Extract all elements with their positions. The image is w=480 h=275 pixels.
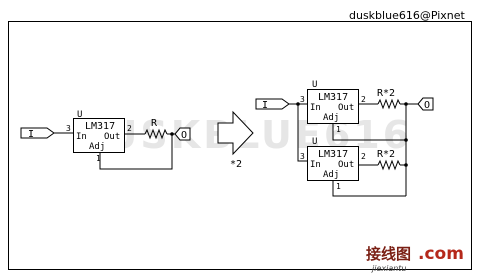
author-watermark: duskblue616@Pixnet (349, 9, 466, 22)
right-bottom-resistor (377, 159, 401, 171)
right-output-junction-dot (404, 102, 408, 106)
left-chip-out-label: Out (104, 132, 120, 142)
right-bottom-chip-title: LM317 (318, 149, 348, 160)
logo-subtext: jiexiantu (371, 264, 407, 273)
arrow-label: *2 (230, 159, 242, 170)
left-chip-in-label: In (76, 132, 87, 142)
transform-arrow: *2 (217, 110, 254, 170)
right-top-lm317-chip (307, 89, 359, 124)
right-top-chip-pin-in-num: 3 (300, 95, 305, 104)
right-output-port-label: O (424, 100, 430, 111)
right-bottom-resistor-label: R*2 (377, 149, 395, 160)
left-resistor (144, 128, 168, 140)
right-output-port (417, 97, 434, 111)
block-arrow-icon (217, 110, 254, 156)
right-input-bus (297, 104, 307, 162)
right-circuit: I U LM317 In Out Adj 3 2 1 R*2 O U LM317… (255, 80, 434, 197)
right-top-chip-pin-out-num: 2 (361, 95, 366, 104)
right-bottom-chip-pin-in-num: 3 (300, 152, 305, 161)
right-bottom-chip-ref: U (312, 137, 317, 147)
right-bottom-junction-dot (404, 163, 408, 167)
left-input-port (20, 127, 55, 139)
left-chip-pin-adj-num: 1 (96, 154, 101, 163)
left-output-port-label: O (181, 130, 187, 141)
right-top-chip-out-label: Out (338, 103, 354, 113)
right-bottom-adj-feedback-wire (332, 181, 406, 197)
left-junction-dot (170, 132, 174, 136)
right-bottom-chip-adj-label: Adj (323, 170, 339, 180)
right-top-adj-feedback-wire (332, 104, 407, 141)
right-bottom-chip-in-label: In (310, 160, 321, 170)
logo-com-text: .com (418, 244, 464, 264)
left-input-port-label: I (28, 129, 34, 140)
right-bottom-lm317-chip (307, 146, 359, 181)
site-logo: 接线图 .com jiexiantu (366, 244, 464, 273)
right-top-chip-adj-label: Adj (323, 113, 339, 123)
right-top-chip-in-label: In (310, 103, 321, 113)
left-chip-adj-label: Adj (89, 142, 105, 152)
right-bottom-chip-pin-out-num: 2 (361, 152, 366, 161)
left-chip-pin-out-num: 2 (127, 124, 132, 133)
left-resistor-label: R (151, 118, 158, 129)
left-output-port (174, 127, 191, 141)
left-chip-title: LM317 (85, 121, 115, 132)
right-input-junction-dot (296, 102, 300, 106)
right-bottom-chip-pin-adj-num: 1 (336, 182, 341, 191)
left-adj-feedback-wire (99, 134, 173, 170)
frame-border (8, 21, 472, 270)
left-lm317-chip (73, 118, 125, 153)
logo-chinese-text: 接线图 (366, 245, 411, 263)
right-bottom-chip-out-label: Out (338, 160, 354, 170)
left-chip-pin-in-num: 3 (66, 124, 71, 133)
right-input-port-label: I (262, 100, 268, 111)
right-top-chip-pin-adj-num: 1 (336, 125, 341, 134)
right-mid-junction-dot (404, 138, 408, 142)
right-top-resistor (377, 98, 401, 110)
left-circuit: I U LM317 In Out Adj 3 2 1 R O (20, 110, 191, 170)
right-top-chip-ref: U (312, 80, 317, 90)
right-top-chip-title: LM317 (318, 92, 348, 103)
left-chip-ref: U (77, 110, 82, 120)
right-top-resistor-label: R*2 (377, 88, 395, 99)
right-input-port (255, 98, 290, 110)
